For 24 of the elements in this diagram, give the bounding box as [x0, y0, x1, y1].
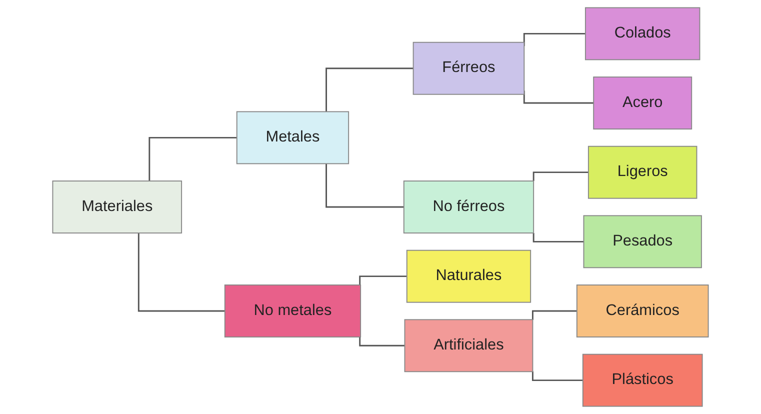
node-box: Cerámicos [576, 284, 709, 338]
node-box: Ligeros [588, 146, 698, 199]
connector [326, 68, 414, 112]
node-box: Plásticos [582, 354, 703, 407]
node-box: Pesados [583, 215, 702, 268]
connector [532, 371, 583, 382]
node-box: Artificiales [404, 319, 534, 372]
node-box: Materiales [52, 180, 182, 234]
connector [532, 172, 588, 182]
connector [532, 310, 577, 320]
connector [532, 232, 584, 242]
connector [326, 164, 404, 208]
node-box: No férreos [403, 180, 534, 234]
connector [138, 233, 225, 312]
node-box: Metales [236, 111, 350, 164]
connector [523, 90, 594, 104]
node-box: Colados [584, 7, 700, 60]
node-box: Naturales [406, 250, 532, 303]
node-box: Acero [593, 76, 692, 130]
node-box: No metales [224, 284, 362, 338]
connector [359, 336, 405, 346]
connector [359, 276, 407, 285]
node-box: Férreos [412, 42, 525, 95]
connector [148, 136, 237, 181]
